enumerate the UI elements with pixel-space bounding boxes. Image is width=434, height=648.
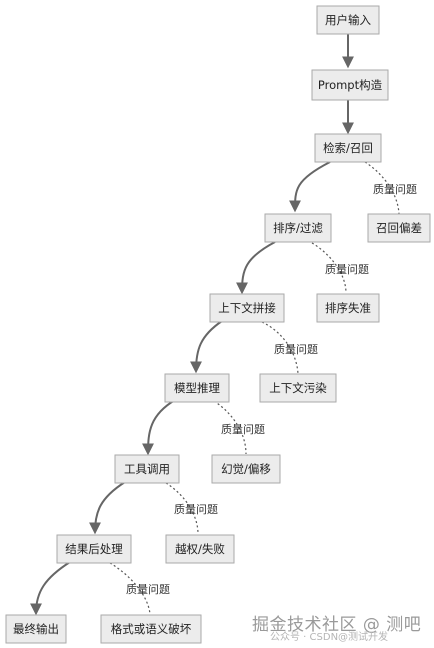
edge-retrieval-to-rerank xyxy=(289,161,331,213)
issue-label-context: 质量问题 xyxy=(274,343,318,356)
node-rank-inaccurate[interactable]: 排序失准 xyxy=(316,293,380,323)
node-user-input[interactable]: 用户输入 xyxy=(316,5,380,35)
node-inference[interactable]: 模型推理 xyxy=(164,373,230,403)
edge-context-to-inference xyxy=(190,320,223,374)
watermark-main: 掘金技术社区 @ 测吧 xyxy=(252,615,422,635)
svg-text:检索/召回: 检索/召回 xyxy=(323,141,373,155)
edge-postprocess-to-output xyxy=(30,561,71,616)
edge-inference-to-tool xyxy=(142,399,176,456)
node-format-error[interactable]: 格式或语义破坏 xyxy=(100,614,202,644)
node-overreach[interactable]: 越权/失败 xyxy=(165,534,235,564)
svg-text:上下文拼接: 上下文拼接 xyxy=(218,301,276,315)
svg-text:工具调用: 工具调用 xyxy=(124,462,170,476)
node-context-pollution[interactable]: 上下文污染 xyxy=(259,373,337,403)
issue-label-postprocess: 质量问题 xyxy=(126,583,170,596)
issue-label-tool: 质量问题 xyxy=(174,503,218,516)
issue-label-rerank: 质量问题 xyxy=(325,263,369,276)
node-final-output[interactable]: 最终输出 xyxy=(5,614,67,644)
svg-text:用户输入: 用户输入 xyxy=(325,13,371,27)
node-recall-bias[interactable]: 召回偏差 xyxy=(367,213,431,243)
node-hallucination[interactable]: 幻觉/偏移 xyxy=(211,454,281,484)
edge-tool-to-postprocess xyxy=(89,481,126,535)
issue-edge-retrieval xyxy=(364,161,400,215)
node-context[interactable]: 上下文拼接 xyxy=(209,293,285,323)
svg-text:最终输出: 最终输出 xyxy=(13,622,59,636)
edge-rerank-to-context xyxy=(236,241,276,295)
svg-text:越权/失败: 越权/失败 xyxy=(175,542,225,556)
issue-label-inference: 质量问题 xyxy=(221,423,265,436)
node-tool-call[interactable]: 工具调用 xyxy=(114,454,180,484)
svg-text:结果后处理: 结果后处理 xyxy=(65,542,123,556)
svg-text:格式或语义破坏: 格式或语义破坏 xyxy=(111,622,192,636)
node-retrieval[interactable]: 检索/召回 xyxy=(314,133,382,163)
svg-text:模型推理: 模型推理 xyxy=(174,381,220,395)
svg-text:召回偏差: 召回偏差 xyxy=(376,221,422,235)
svg-text:幻觉/偏移: 幻觉/偏移 xyxy=(221,462,271,476)
node-postprocess[interactable]: 结果后处理 xyxy=(56,534,132,564)
issue-edge-rerank xyxy=(311,242,347,294)
issue-edge-tool xyxy=(165,482,199,535)
issue-edge-inference xyxy=(213,400,247,455)
issue-label-retrieval: 质量问题 xyxy=(373,183,417,196)
svg-text:上下文污染: 上下文污染 xyxy=(269,381,327,395)
node-prompt[interactable]: Prompt构造 xyxy=(311,69,389,101)
watermark-sub: 公众号 · CSDN@测试开发 xyxy=(270,632,389,643)
node-rerank[interactable]: 排序/过滤 xyxy=(264,213,332,243)
svg-text:排序失准: 排序失准 xyxy=(325,301,371,315)
svg-text:排序/过滤: 排序/过滤 xyxy=(273,221,323,235)
svg-text:Prompt构造: Prompt构造 xyxy=(318,78,383,92)
